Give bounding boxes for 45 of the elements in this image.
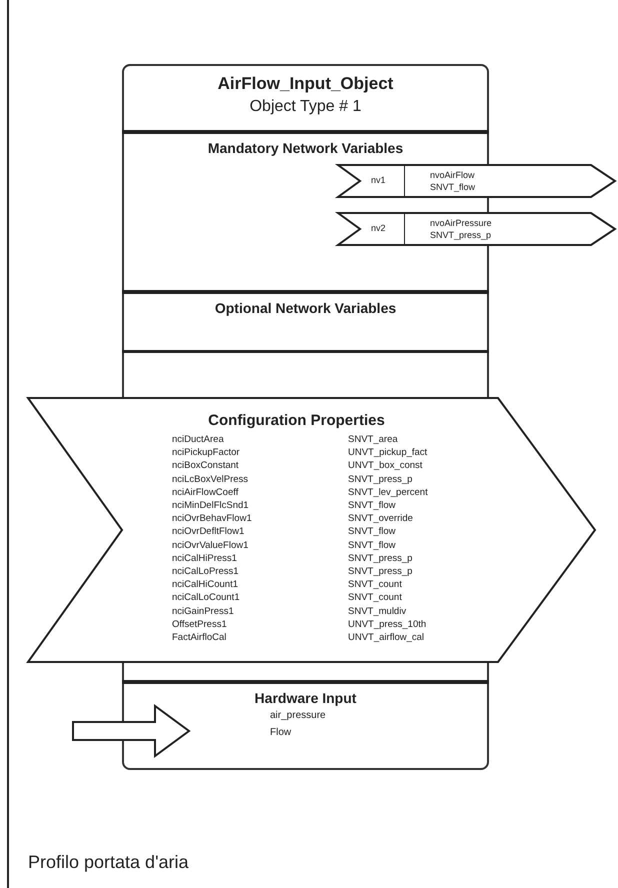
property-name: nciMinDelFlcSnd1 — [172, 500, 249, 511]
variable-name: nvoAirFlow SNVT_flow — [430, 169, 476, 193]
input-name: air_pressure — [270, 710, 326, 721]
type-name: SNVT_flow — [348, 540, 396, 551]
property-name: nciBoxConstant — [172, 460, 239, 472]
variable-name: nvoAirPressure SNVT_press_p — [430, 217, 493, 241]
property-name: nciCalLoCount1 — [172, 592, 240, 604]
property-name: nciCalHiCount1 — [172, 579, 238, 590]
type-name: UNVT_pickup_fact — [348, 447, 428, 458]
type-name: SNVT_lev_percent — [348, 486, 428, 498]
section-heading: Mandatory Network Variables — [206, 140, 404, 156]
type-name: SNVT_flow — [348, 526, 396, 538]
variable-number: nv2 — [371, 223, 386, 233]
property-name: OffsetPress1 — [172, 618, 227, 630]
caption: Profilo portata d'aria — [28, 852, 189, 873]
type-name: SNVT_press_p — [348, 566, 412, 577]
property-name: nciPickupFactor — [172, 447, 240, 458]
section-heading: Hardware Input — [254, 690, 358, 706]
section-heading: Optional Network Variables — [214, 300, 398, 316]
type-name: UNVT_box_const — [348, 460, 422, 472]
property-name: FactAirfloCal — [172, 632, 226, 643]
property-name: nciCalLoPress1 — [172, 566, 239, 577]
type-name: UNVT_airflow_cal — [348, 632, 424, 643]
type-name: SNVT_count — [348, 579, 402, 590]
object-type: Object Type # 1 — [248, 98, 362, 116]
property-name: nciOvrBehavFlow1 — [172, 513, 252, 524]
property-name: nciAirFlowCoeff — [172, 486, 238, 498]
property-name: nciOvrDefltFlow1 — [172, 526, 244, 538]
property-name: nciCalHiPress1 — [172, 552, 237, 564]
type-name: SNVT_press_p — [348, 552, 412, 564]
type-name: SNVT_press_p — [348, 474, 412, 485]
property-name: nciDuctArea — [172, 434, 224, 445]
property-name: nciLcBoxVelPress — [172, 474, 248, 485]
variable-number: nv1 — [371, 175, 386, 185]
type-name: UNVT_press_10th — [348, 618, 426, 630]
section-heading: Configuration Properties — [207, 412, 386, 429]
property-name: nciGainPress1 — [172, 606, 234, 617]
type-name: SNVT_muldiv — [348, 606, 406, 617]
type-name: SNVT_flow — [348, 500, 396, 511]
input-name: Flow — [270, 727, 292, 738]
property-name: nciOvrValueFlow1 — [172, 540, 248, 551]
type-name: SNVT_override — [348, 513, 413, 524]
type-name: SNVT_count — [348, 592, 402, 604]
object-title: AirFlow_Input_Object — [216, 74, 394, 94]
type-name: SNVT_area — [348, 434, 398, 445]
